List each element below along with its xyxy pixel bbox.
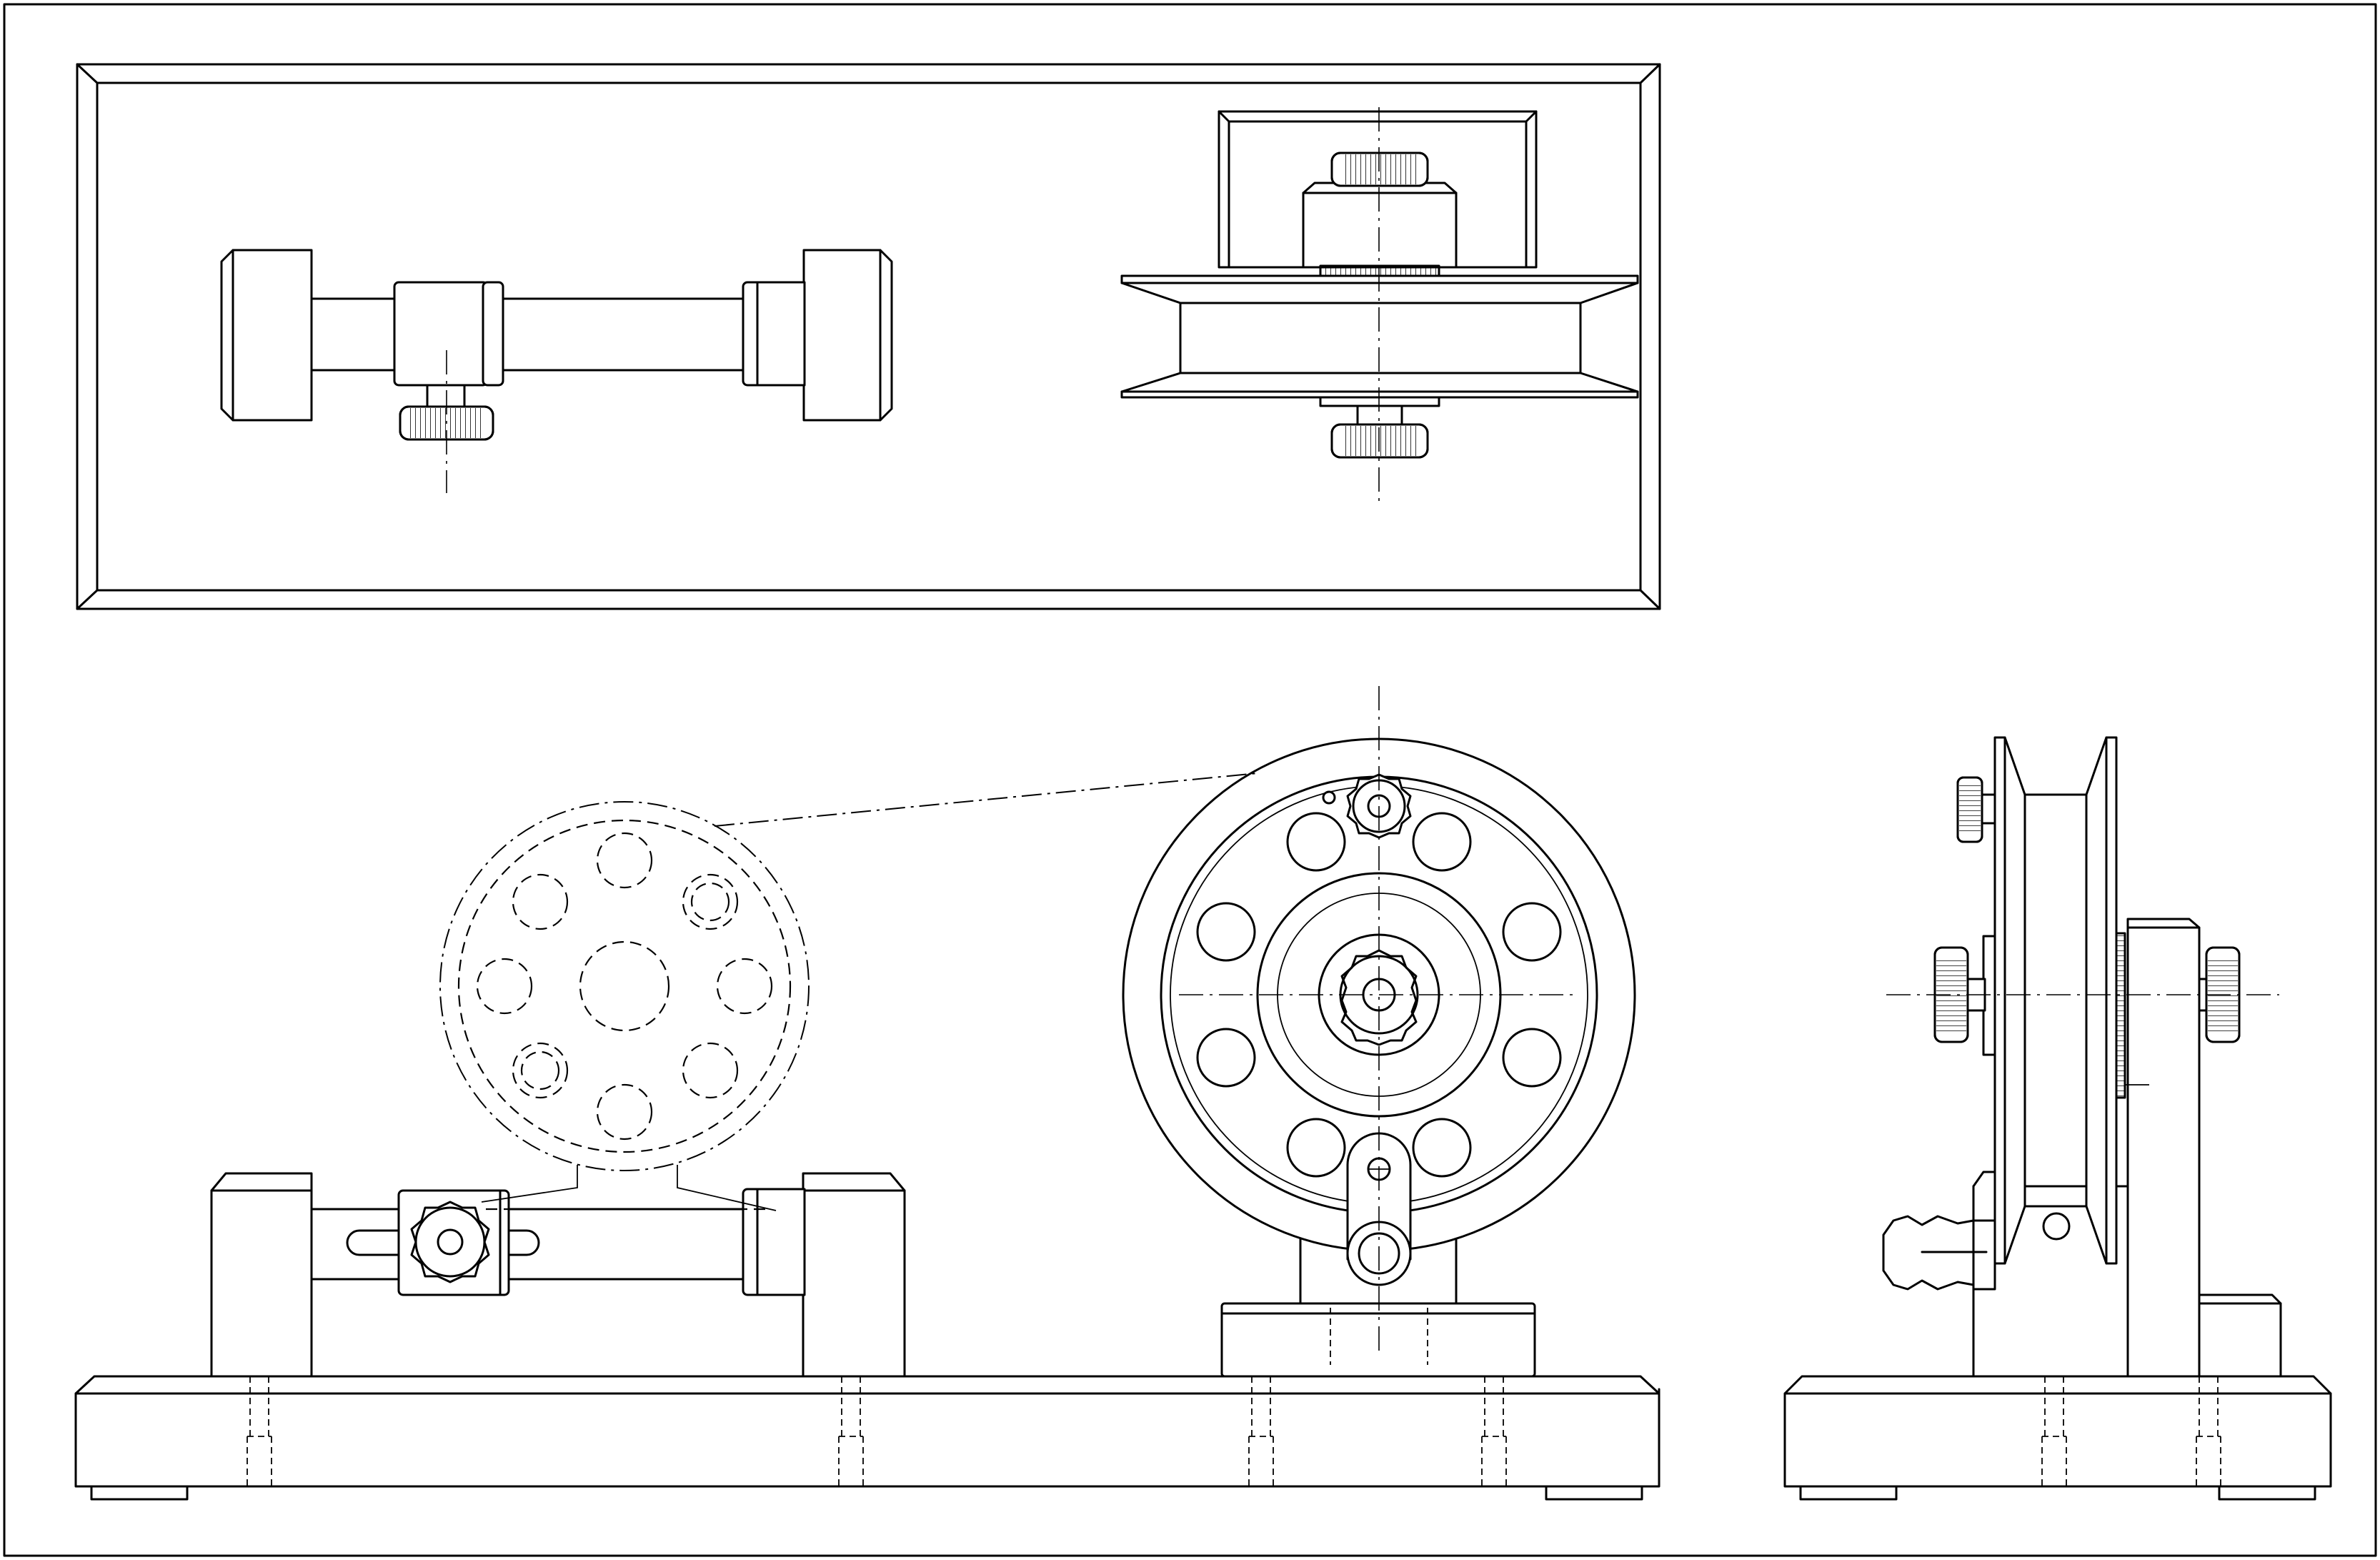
wheel-assembly-top: [1120, 107, 1639, 507]
slider-block-top: [393, 281, 489, 387]
side-view: [1783, 736, 2332, 1501]
pivot-handle-side: [1882, 1171, 1996, 1291]
left-upright-front: [210, 1172, 313, 1378]
sheet-border: [3, 3, 2377, 1557]
wheel-side: [1993, 736, 2149, 1265]
top-view-frame-outer: [76, 63, 1661, 610]
top-view-frame-inner: [96, 81, 1642, 592]
base-foot-left: [90, 1485, 189, 1501]
left-upright-top: [220, 249, 313, 422]
front-view: [74, 686, 1660, 1501]
wheel-rim-top: [1120, 274, 1639, 399]
top-view: [76, 63, 1661, 610]
wheel-holes: [1196, 812, 1562, 1178]
right-upright-top: [802, 249, 893, 422]
right-upright-front: [802, 1172, 906, 1378]
slider-assembly-top: [220, 249, 893, 493]
wheel-front: [1122, 686, 1636, 1351]
base-foot-right: [1545, 1485, 1643, 1501]
phantom-detail: [439, 772, 1258, 1211]
knurled-knob-icon: [410, 1201, 490, 1283]
